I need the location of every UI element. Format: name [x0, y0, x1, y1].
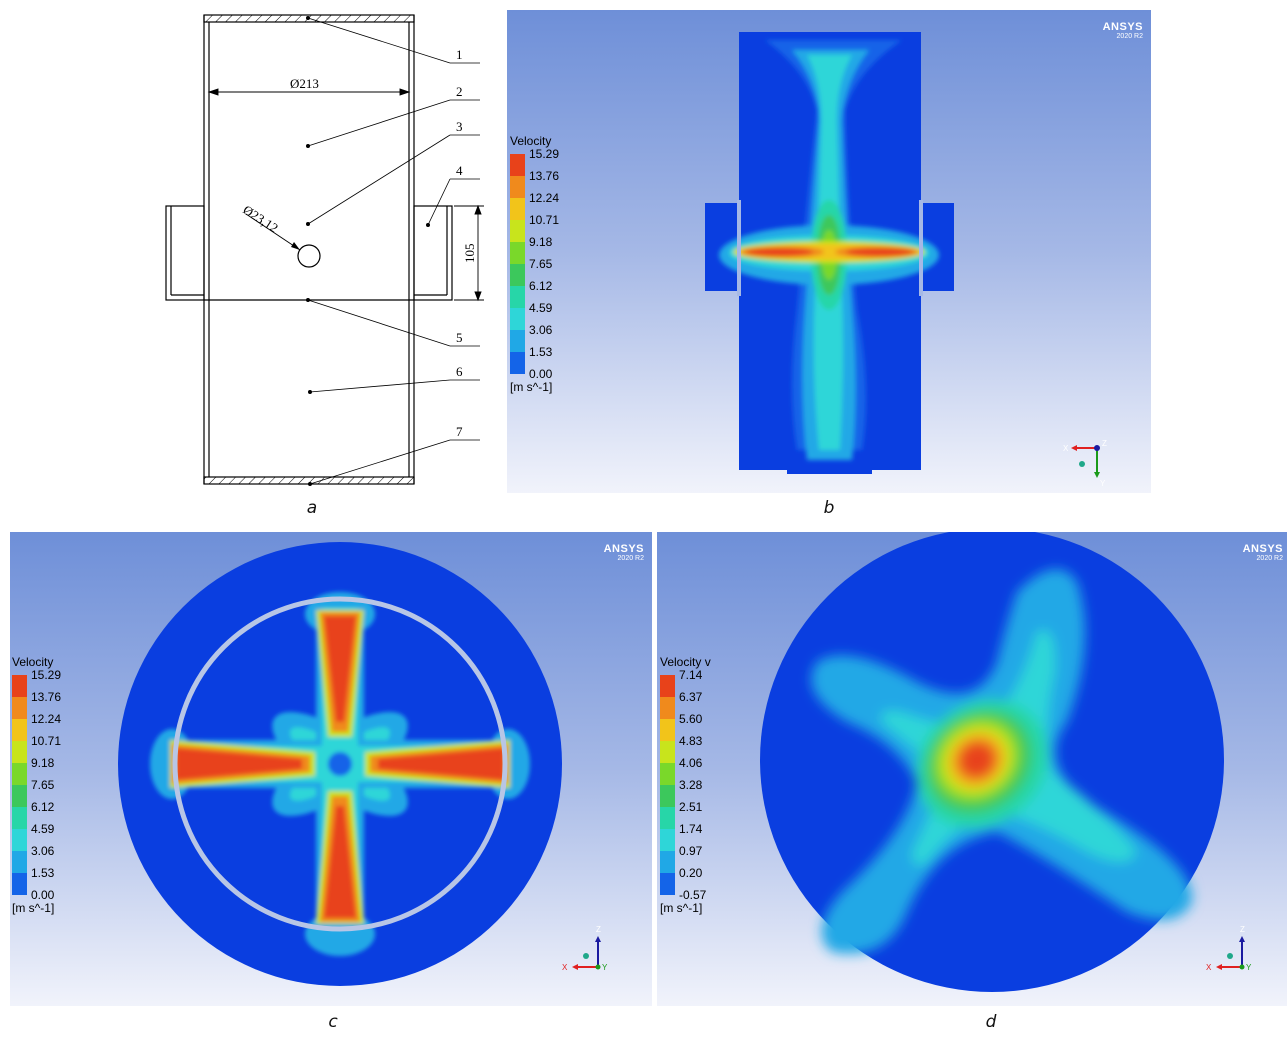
ansys-logo: ANSYS 2020 R2	[1102, 21, 1143, 41]
panel-b-velocity-section: Velocity 15.29 13.76 12.24 10.71 9.18 7.…	[507, 10, 1151, 493]
legend-tick: 9.18	[529, 235, 553, 249]
caption-d: d	[985, 1012, 997, 1032]
dimension-diameter	[207, 88, 411, 96]
axis-y-label: Y	[1100, 479, 1106, 488]
legend-tick: 13.76	[31, 690, 62, 704]
legend-tick: 3.06	[31, 844, 55, 858]
legend-tick: 0.20	[679, 866, 703, 880]
legend-tick: 10.71	[31, 734, 62, 748]
legend-tick: 3.28	[679, 778, 703, 792]
legend-tick: 6.12	[31, 800, 55, 814]
legend-tick: 0.00	[529, 367, 553, 381]
legend-tick: 4.06	[679, 756, 703, 770]
callout-1: 1	[456, 47, 463, 62]
callout-4: 4	[456, 163, 463, 178]
legend-tick: 12.24	[529, 191, 560, 205]
panel-c-velocity-plane: Velocity 15.29 13.76 12.24 10.71 9.18 7.…	[10, 532, 652, 1006]
legend-tick: 4.83	[679, 734, 703, 748]
axis-triad-b: X Y Z	[1063, 439, 1107, 488]
legend-tick: 1.53	[31, 866, 55, 880]
legend-tick: 15.29	[529, 147, 560, 161]
axis-triad-d: X Y Z	[1206, 925, 1252, 972]
legend-tick: 13.76	[529, 169, 560, 183]
axis-triad-c: X Y Z	[562, 925, 608, 972]
caption-a: a	[306, 498, 318, 518]
callout-3: 3	[456, 119, 463, 134]
legend-tick: 4.59	[529, 301, 553, 315]
dim-diameter-label: Ø213	[290, 76, 319, 91]
legend-tick: 1.74	[679, 822, 703, 836]
legend-unit: [m s^-1]	[12, 901, 55, 915]
legend-tick: 12.24	[31, 712, 62, 726]
callout-6: 6	[456, 364, 463, 379]
legend-tick: 10.71	[529, 213, 560, 227]
callout-7: 7	[456, 424, 463, 439]
legend-title: Velocity	[510, 134, 552, 148]
ansys-logo: ANSYS 2020 R2	[1242, 543, 1283, 563]
legend-tick: 5.60	[679, 712, 703, 726]
legend-tick: 9.18	[31, 756, 55, 770]
legend-tick: 7.65	[31, 778, 55, 792]
caption-b: b	[823, 498, 835, 518]
legend-tick: 7.65	[529, 257, 553, 271]
legend-tick: -0.57	[679, 888, 707, 902]
legend-tick: 6.37	[679, 690, 703, 704]
disk-contour-velocity-v	[760, 532, 1224, 992]
panel-d-velocity-v: Velocity v 7.14 6.37 5.60 4.83 4.06 3.28…	[657, 532, 1287, 1006]
axis-x-label: X	[562, 963, 568, 972]
legend-tick: 15.29	[31, 668, 62, 682]
legend-tick: 0.97	[679, 844, 703, 858]
callout-2: 2	[456, 84, 463, 99]
legend-b: Velocity 15.29 13.76 12.24 10.71 9.18 7.…	[510, 134, 590, 394]
dim-height-label: 105	[462, 244, 477, 264]
legend-unit: [m s^-1]	[510, 380, 553, 394]
legend-tick: 2.51	[679, 800, 703, 814]
axis-z-label: Z	[596, 925, 601, 934]
legend-c: Velocity 15.29 13.76 12.24 10.71 9.18 7.…	[12, 655, 92, 915]
axis-y-label: Y	[1246, 963, 1252, 972]
legend-title: Velocity	[12, 655, 54, 669]
legend-tick: 4.59	[31, 822, 55, 836]
legend-unit: [m s^-1]	[660, 901, 703, 915]
axis-x-label: X	[1206, 963, 1212, 972]
legend-tick: 3.06	[529, 323, 553, 337]
legend-title: Velocity v	[660, 655, 711, 669]
axis-z-label: Z	[1240, 925, 1245, 934]
panel-a-drawing: Ø213 Ø23,12 105 1 2 3 4 5 6 7	[150, 8, 490, 493]
legend-tick: 0.00	[31, 888, 55, 902]
axis-z-label: Z	[1102, 439, 1107, 448]
legend-tick: 1.53	[529, 345, 553, 359]
legend-tick: 6.12	[529, 279, 553, 293]
vessel-contour-section	[705, 32, 954, 474]
legend-tick: 7.14	[679, 668, 703, 682]
dim-hole-label: Ø23,12	[240, 202, 281, 236]
callout-5: 5	[456, 330, 463, 345]
caption-c: c	[328, 1012, 338, 1032]
legend-d: Velocity v 7.14 6.37 5.60 4.83 4.06 3.28…	[660, 655, 740, 915]
ansys-logo: ANSYS 2020 R2	[603, 543, 644, 563]
disk-contour-velocity	[118, 542, 562, 986]
axis-y-label: Y	[602, 963, 608, 972]
axis-x-label: X	[1063, 444, 1069, 453]
